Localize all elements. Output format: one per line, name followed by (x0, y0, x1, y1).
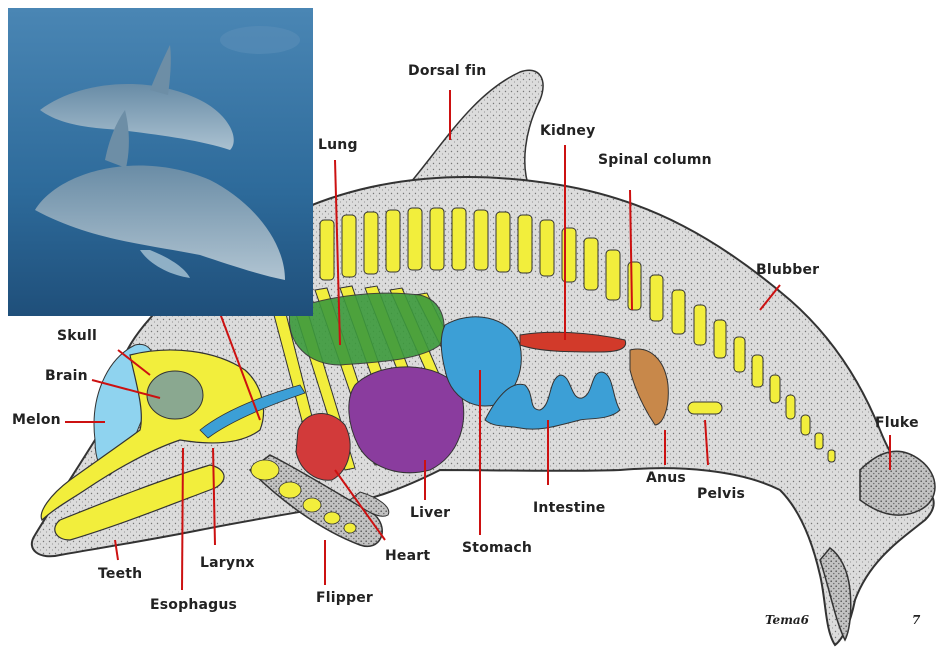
artist-signature: Tema6 (765, 613, 809, 627)
label-pelvis: Pelvis (697, 486, 745, 502)
label-esophagus: Esophagus (150, 597, 237, 613)
label-teeth: Teeth (98, 566, 142, 582)
label-stomach: Stomach (462, 540, 532, 556)
liver-shape (349, 367, 464, 473)
label-fluke: Fluke (875, 415, 919, 431)
label-anus: Anus (646, 470, 686, 486)
fluke-shape (860, 451, 935, 515)
label-dorsal-fin: Dorsal fin (408, 63, 486, 79)
label-liver: Liver (410, 505, 450, 521)
inset-dolphin-photo (8, 8, 313, 316)
label-melon: Melon (12, 412, 61, 428)
label-kidney: Kidney (540, 123, 595, 139)
label-flipper: Flipper (316, 590, 373, 606)
label-intestine: Intestine (533, 500, 605, 516)
pelvis-shape (688, 402, 722, 414)
page-number: 7 (912, 613, 920, 627)
label-larynx: Larynx (200, 555, 255, 571)
brain-shape (147, 371, 203, 419)
label-brain: Brain (45, 368, 88, 384)
label-blubber: Blubber (756, 262, 819, 278)
label-heart: Heart (385, 548, 430, 564)
label-spinal-column: Spinal column (598, 152, 712, 168)
label-lung: Lung (318, 137, 358, 153)
label-skull: Skull (57, 328, 97, 344)
